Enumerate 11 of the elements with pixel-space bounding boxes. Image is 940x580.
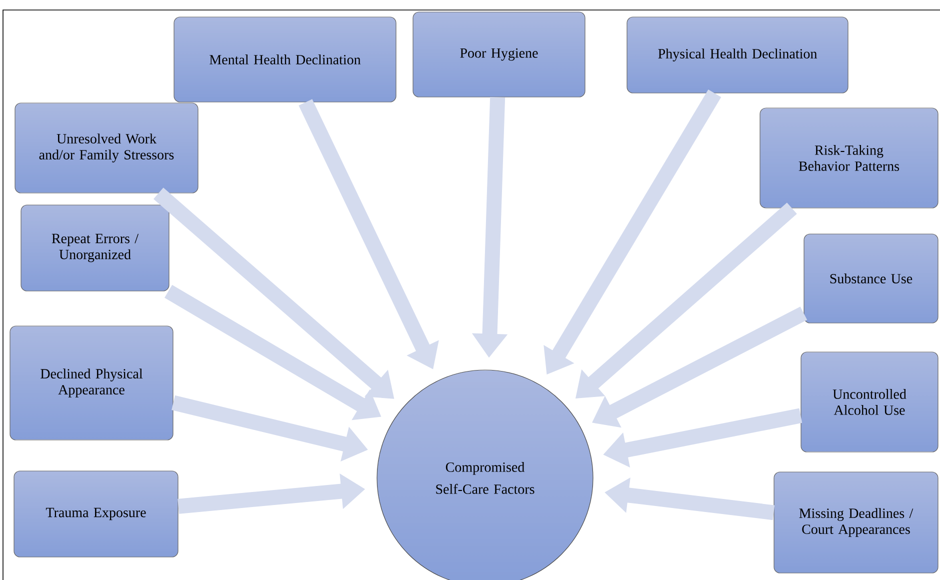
factor-box: Physical Health Declination [626, 16, 848, 94]
factor-box: Unresolved Work and/or Family Stressors [14, 102, 198, 194]
factor-box: Mental Health Declination [174, 16, 396, 102]
factor-box: Repeat Errors / Unorganized [20, 204, 170, 292]
factor-box: Declined Physical Appearance [10, 326, 174, 440]
factor-box: Missing Deadlines / Court Appearances [774, 472, 938, 574]
factor-box: Uncontrolled Alcohol Use [800, 352, 938, 452]
factor-box: Risk-Taking Behavior Patterns [760, 108, 938, 208]
factor-box: Trauma Exposure [14, 470, 178, 558]
factor-box: Substance Use [804, 234, 938, 324]
factor-box: Poor Hygiene [412, 12, 586, 98]
